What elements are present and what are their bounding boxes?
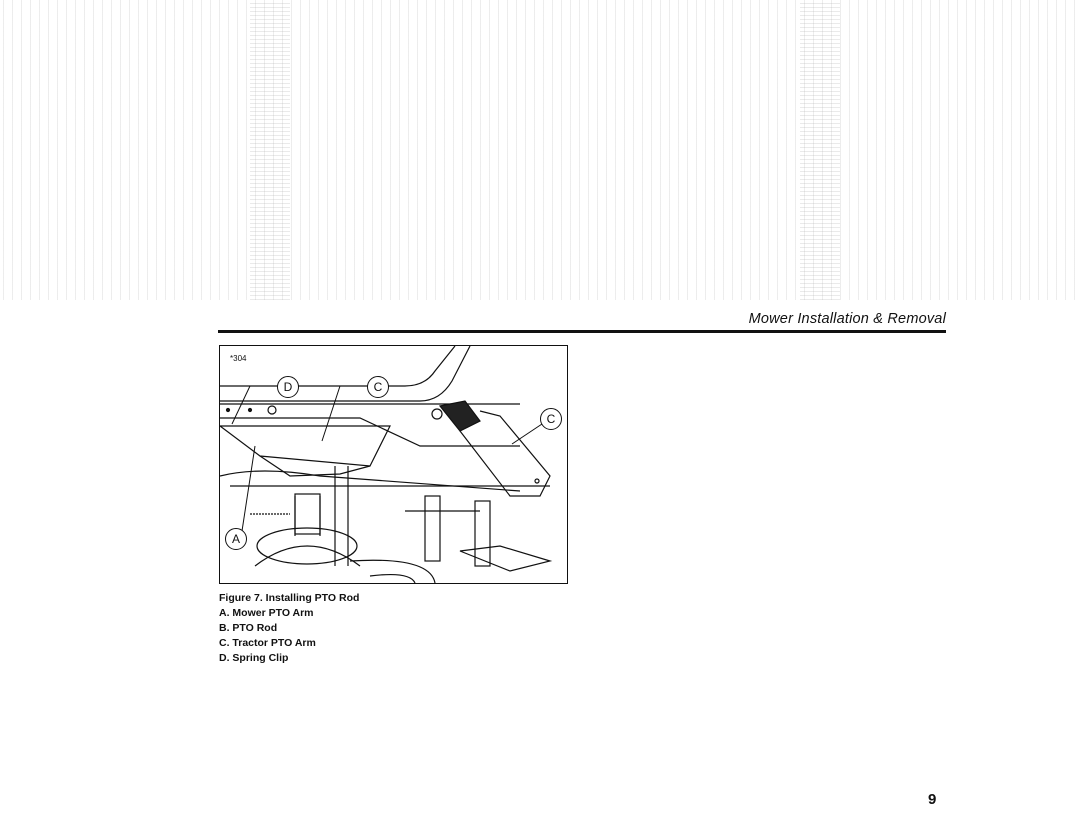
caption-title: Figure 7. Installing PTO Rod bbox=[219, 592, 360, 604]
legend-item: A. Mower PTO Arm bbox=[219, 607, 314, 619]
legend-item: B. PTO Rod bbox=[219, 622, 278, 634]
callout-d: D bbox=[277, 376, 299, 398]
pto-rod-drawing bbox=[220, 346, 553, 583]
scan-noise bbox=[0, 0, 1080, 300]
section-header: Mower Installation & Removal bbox=[748, 311, 946, 327]
scan-noise bbox=[800, 0, 840, 300]
callout-c: C bbox=[367, 376, 389, 398]
header-rule bbox=[218, 330, 946, 333]
figure-caption: Figure 7. Installing PTO Rod A. Mower PT… bbox=[219, 591, 359, 666]
legend-item: D. Spring Clip bbox=[219, 652, 289, 664]
page-number: 9 bbox=[928, 791, 937, 808]
callout-c-right: C bbox=[540, 408, 562, 430]
legend-item: C. Tractor PTO Arm bbox=[219, 637, 316, 649]
callout-a: A bbox=[225, 528, 247, 550]
scan-noise bbox=[250, 0, 290, 300]
figure-illustration: *304 D C C A bbox=[219, 345, 568, 584]
figure-number-tag: *304 bbox=[230, 354, 247, 363]
